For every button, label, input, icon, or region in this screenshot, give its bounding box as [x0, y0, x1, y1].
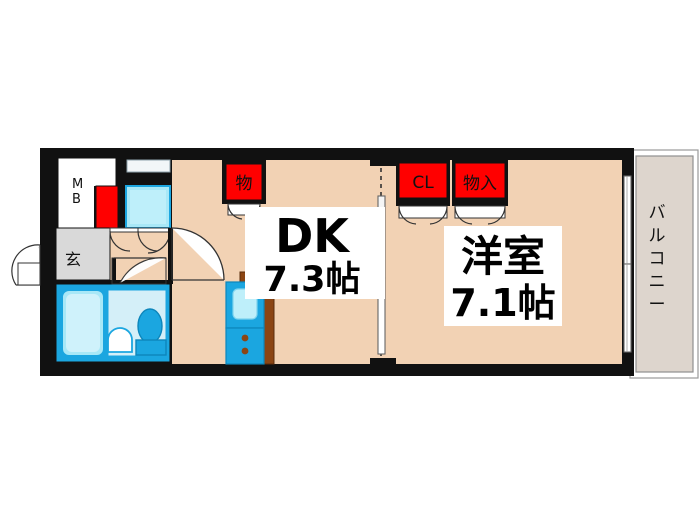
balcony-window	[622, 160, 634, 364]
balcony-area	[629, 149, 699, 379]
kitchen-cabinet	[225, 327, 265, 365]
toilet	[135, 308, 167, 356]
balcony-label-char-2: コ	[649, 249, 666, 269]
balcony-label-char-0: バ	[649, 203, 666, 223]
dk-room-name: DK	[275, 209, 351, 263]
washer-and-shelf	[125, 159, 171, 229]
bath-door	[111, 257, 167, 285]
bathroom-area	[55, 283, 171, 363]
dk-storage-label: 物	[236, 174, 253, 194]
hall-door	[168, 227, 225, 284]
storage-closet: 物入	[452, 160, 508, 225]
western-room-label-group: 洋室 7.1帖	[444, 226, 562, 326]
entrance-door	[11, 244, 42, 286]
entry-corridor-floor	[110, 228, 172, 280]
balcony-label-char-4: ー	[649, 295, 666, 315]
balcony-label-group: バ ル コ ニ ー	[649, 203, 666, 315]
storage-label: 物入	[463, 174, 497, 194]
closet-label: CL	[412, 173, 434, 193]
western-room-name: 洋室	[461, 232, 545, 281]
closet-label-box	[398, 162, 448, 199]
interior-doors-entry	[109, 227, 225, 285]
western-room-size: 7.1帖	[450, 281, 555, 325]
bathtub	[61, 289, 105, 357]
dk-room-size: 7.3帖	[263, 260, 360, 300]
refrigerator-space	[95, 185, 119, 229]
balcony-label-char-1: ル	[649, 226, 666, 246]
dk-room-label-group: DK 7.3帖	[245, 207, 385, 300]
meter-box-label-line2: B	[72, 192, 81, 207]
dk-storage-closet: 物	[222, 160, 266, 220]
meter-box-label-line1: M	[72, 177, 83, 192]
wash-basin	[107, 327, 133, 353]
dk-storage-label-box	[225, 163, 263, 201]
entrance-area: 玄	[11, 227, 111, 286]
balcony-label-char-3: ニ	[649, 272, 666, 292]
closet-cl: CL	[396, 160, 450, 225]
storage-label-box	[454, 162, 506, 199]
entrance-label: 玄	[65, 250, 81, 269]
